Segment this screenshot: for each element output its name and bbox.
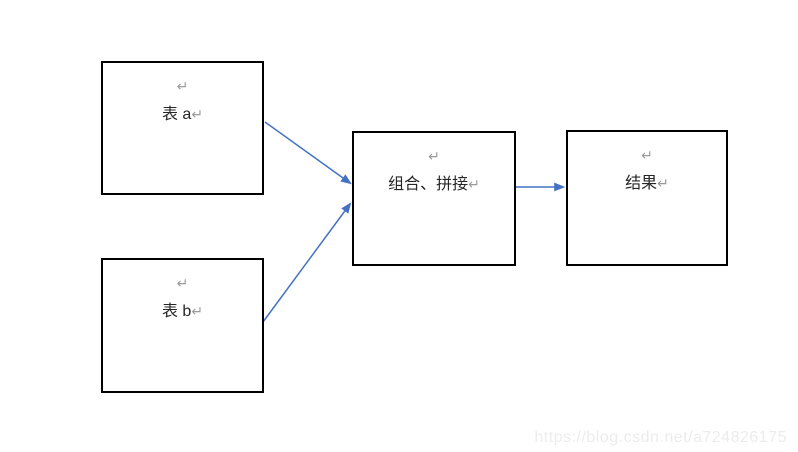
- empty-paragraph: ↵: [568, 142, 726, 170]
- paragraph-return-icon: ↵: [176, 79, 189, 95]
- paragraph-return-icon: ↵: [641, 148, 653, 164]
- box-combine-label: 组合、拼接: [388, 176, 469, 193]
- box-result-label: 结果: [625, 175, 658, 192]
- paragraph-return-icon: ↵: [468, 177, 480, 193]
- box-table-a: ↵ 表 a↵: [101, 61, 264, 195]
- box-label-line: 组合、拼接↵: [354, 171, 514, 199]
- box-table-a-label: 表 a: [161, 106, 192, 123]
- paragraph-return-icon: ↵: [191, 107, 204, 123]
- empty-paragraph: ↵: [103, 73, 262, 101]
- paragraph-return-icon: ↵: [657, 176, 669, 192]
- box-label-line: 表 a↵: [103, 101, 262, 129]
- connector-table-b-to-combine: [262, 202, 352, 323]
- box-result: ↵ 结果↵: [566, 130, 728, 266]
- paragraph-return-icon: ↵: [176, 276, 189, 292]
- connector-table-a-to-combine: [264, 121, 352, 185]
- box-label-line: 表 b↵: [103, 298, 262, 326]
- box-table-b-label: 表 b: [161, 303, 192, 320]
- empty-paragraph: ↵: [354, 143, 514, 171]
- paragraph-return-icon: ↵: [191, 304, 204, 320]
- box-label-line: 结果↵: [568, 170, 726, 198]
- paragraph-return-icon: ↵: [428, 149, 440, 165]
- empty-paragraph: ↵: [103, 270, 262, 298]
- box-table-b: ↵ 表 b↵: [101, 258, 264, 393]
- box-combine: ↵ 组合、拼接↵: [352, 131, 516, 266]
- watermark-text: https://blog.csdn.net/a724826175: [534, 429, 787, 446]
